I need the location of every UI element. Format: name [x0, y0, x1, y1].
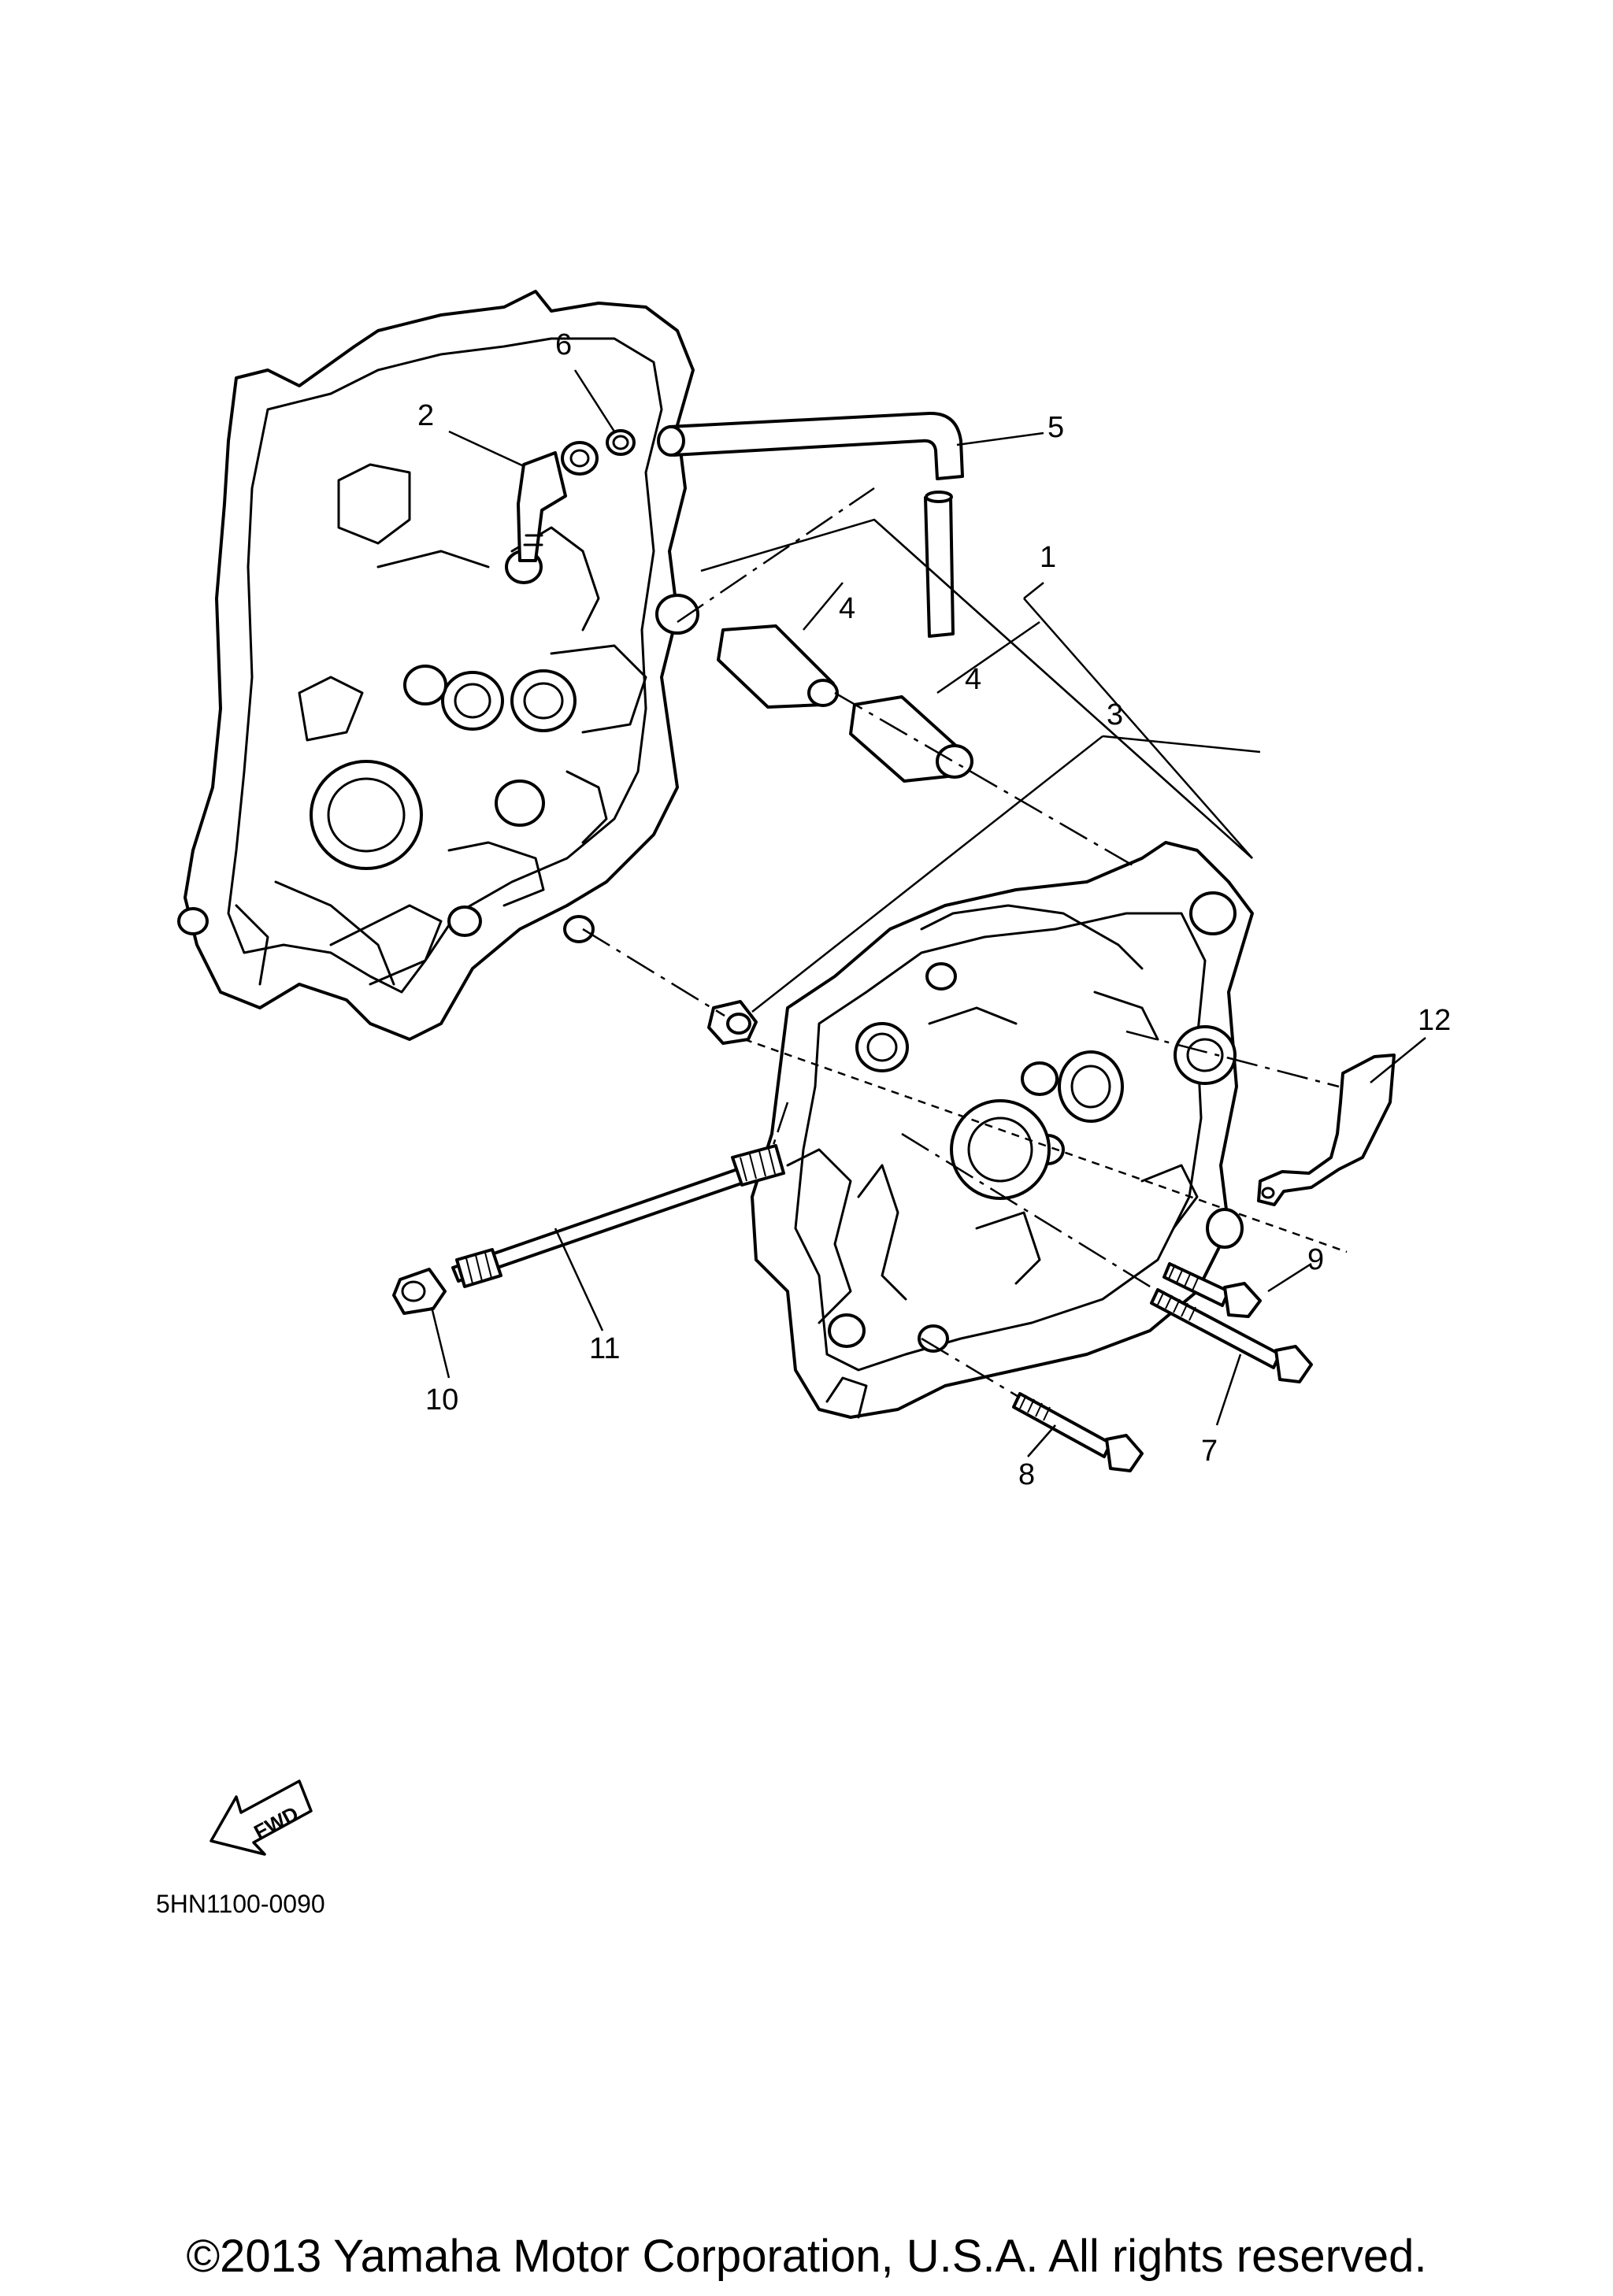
- leader-lines: [430, 369, 1426, 1457]
- callout-12: 12: [1418, 1004, 1451, 1037]
- callout-4a: 4: [839, 592, 855, 625]
- dowel-3: [707, 1000, 758, 1045]
- bolt-8: [1012, 1392, 1144, 1472]
- assembly-lines: [582, 487, 1348, 1399]
- diagram-code: 5HN1100-0090: [156, 1890, 325, 1918]
- nut-10: [392, 1268, 447, 1315]
- callout-7: 7: [1201, 1435, 1218, 1468]
- breather-hose-5: [657, 411, 964, 638]
- left-crankcase: [177, 290, 699, 1041]
- callout-9: 9: [1307, 1243, 1324, 1276]
- bracket-12: [1257, 1054, 1396, 1206]
- callout-11: 11: [589, 1332, 620, 1365]
- bolt-9: [1162, 1262, 1262, 1318]
- callout-3: 3: [1107, 698, 1123, 731]
- callout-6: 6: [555, 328, 572, 361]
- callout-1: 1: [1040, 541, 1056, 574]
- copyright-notice: ©2013 Yamaha Motor Corporation, U.S.A. A…: [186, 2231, 1427, 2282]
- stud-bolt-11: [451, 1144, 785, 1288]
- callout-10: 10: [425, 1383, 458, 1416]
- callout-labels: 1 2 3 4 4 5 6 7 8 9 10 11 12: [417, 328, 1451, 1491]
- dowel-pin-4a: [717, 624, 839, 709]
- callout-5: 5: [1048, 411, 1064, 444]
- dowel-pin-4b: [849, 695, 973, 783]
- bolt-7: [1150, 1288, 1313, 1383]
- callout-4b: 4: [965, 663, 981, 696]
- fwd-arrow: FWD: [210, 1779, 313, 1856]
- hose-clamp-6: [606, 429, 636, 456]
- breather-joint-2: [517, 441, 599, 562]
- callout-2: 2: [417, 399, 434, 432]
- callout-8: 8: [1018, 1458, 1035, 1491]
